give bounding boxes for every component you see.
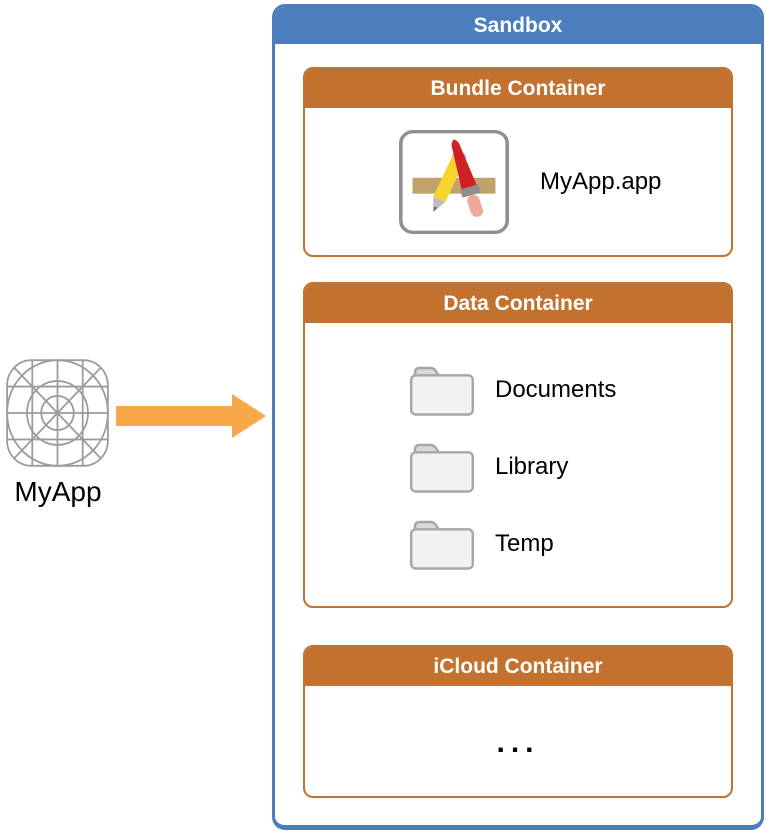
folder-label: Documents <box>495 376 617 403</box>
icloud-container: iCloud Container ... <box>303 645 733 798</box>
folder-icon <box>409 517 475 571</box>
ellipsis-placeholder: ... <box>496 726 540 759</box>
bundle-app-label: MyApp.app <box>540 168 662 195</box>
sandbox-body: Bundle Container <box>275 44 761 798</box>
arrow-right-icon <box>116 394 266 438</box>
brush-glyph <box>451 139 484 217</box>
folder-icon <box>409 363 475 417</box>
folder-row-temp: Temp <box>409 517 731 571</box>
folder-label: Temp <box>495 530 554 557</box>
bundle-container-body: MyApp.app <box>305 108 731 255</box>
icloud-container-title: iCloud Container <box>305 647 731 686</box>
source-app: MyApp <box>5 358 111 508</box>
bundle-container: Bundle Container <box>303 67 733 257</box>
data-container-body: Documents Library Temp <box>305 323 731 571</box>
app-grid-icon <box>6 359 109 467</box>
folder-row-documents: Documents <box>409 363 731 417</box>
icloud-container-body: ... <box>305 686 731 796</box>
app-bundle-icon <box>399 129 509 235</box>
sandbox-title: Sandbox <box>275 7 761 44</box>
bundle-container-title: Bundle Container <box>305 69 731 108</box>
sandbox-container: Sandbox Bundle Container <box>272 4 764 830</box>
folder-icon <box>409 440 475 494</box>
source-app-label: MyApp <box>14 476 102 507</box>
folder-label: Library <box>495 453 569 480</box>
folder-row-library: Library <box>409 440 731 494</box>
data-container-title: Data Container <box>305 284 731 323</box>
data-container: Data Container Documents Library <box>303 282 733 608</box>
